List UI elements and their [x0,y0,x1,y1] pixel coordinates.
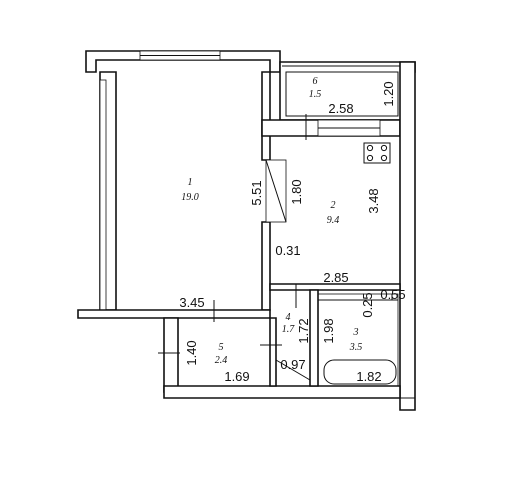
room-1-number: 1 [188,177,193,188]
dim-living-height: 5.51 [249,180,264,205]
window-living-top [139,50,221,61]
dim-wc-depth: 1.72 [296,318,311,343]
dim-hall-width: 3.45 [179,295,204,310]
wall-wc-bath [309,289,319,387]
dim-balcony-depth: 1.20 [381,81,396,106]
room-2-area: 9.4 [327,215,340,226]
room-5-area: 2.4 [215,355,228,366]
dim-hall-length: 1.69 [224,369,249,384]
room-3-number: 3 [353,327,359,338]
door-living-kitchen [265,159,287,223]
wall-right-outer [399,61,416,411]
dim-kitchen-partition: 1.80 [289,179,304,204]
room-2-number: 2 [331,200,336,211]
dim-kitchen-offset: 0.31 [275,243,300,258]
dim-bath-width: 1.82 [356,369,381,384]
wall-kitchen-bottom [269,283,401,291]
room-4-number: 4 [286,312,291,323]
dim-wc-width: 0.97 [280,357,305,372]
dim-bath-offset-right: 0.55 [380,287,405,302]
wall-hall-left [163,317,179,393]
wall-hall-wc [269,317,277,387]
dim-bath-offset: 0.25 [360,292,375,317]
door-wc [275,359,311,381]
stove-icon [363,142,391,164]
room-6-area: 1.5 [309,89,322,100]
room-6-number: 6 [313,76,318,87]
room-5-number: 5 [219,342,224,353]
room-1-area: 19.0 [181,192,199,203]
dim-hall-depth: 1.40 [184,340,199,365]
room-3-area: 3.5 [349,342,363,353]
dim-kitchen-width: 2.85 [323,270,348,285]
window-kitchen [317,119,381,137]
bathtub-icon [323,359,397,385]
wall-living-kitchen [261,71,271,161]
wall-hall-bottom [163,385,401,399]
window-living-left [99,79,107,311]
wall-top-living [85,50,281,73]
dim-balcony-width: 2.58 [328,101,353,116]
balcony-interior [285,71,399,117]
room-4-area: 1.7 [282,324,296,335]
dim-bath-depth: 1.98 [321,318,336,343]
dim-kitchen-height: 3.48 [366,188,381,213]
wall-living-bottom [77,309,271,319]
bathroom-interior [317,293,399,387]
wall-living-kitchen-lower [261,221,271,311]
